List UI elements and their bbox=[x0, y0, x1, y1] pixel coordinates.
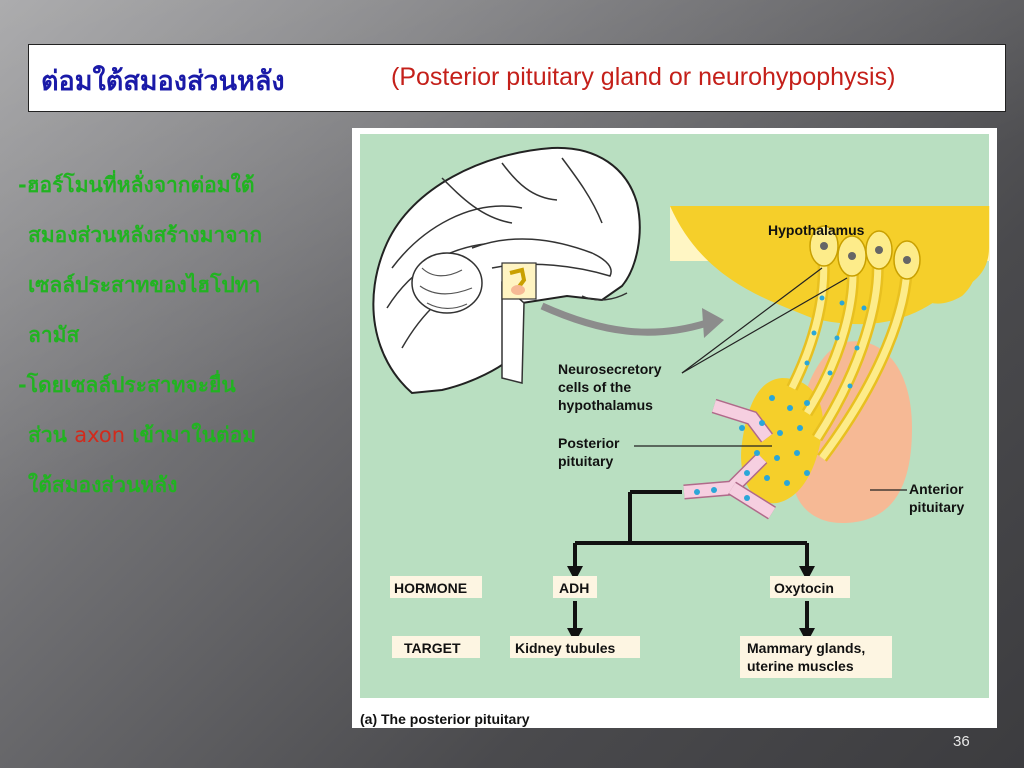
kidney-box bbox=[510, 636, 640, 658]
target-mammary-2: uterine muscles bbox=[747, 658, 854, 674]
leader-lines bbox=[634, 267, 907, 491]
bullet-2-line-2-post: เข้ามาในต่อม bbox=[125, 423, 257, 447]
hormone-adh: ADH bbox=[559, 580, 589, 596]
label-neurosecretory-2: cells of the bbox=[558, 379, 631, 395]
bullet-2-line-3: ใต้สมองส่วนหลัง bbox=[28, 473, 178, 497]
brain-sagittal-icon bbox=[372, 146, 641, 395]
target-label-box bbox=[392, 636, 480, 658]
oxytocin-box bbox=[770, 576, 850, 598]
flow-arrows bbox=[573, 490, 809, 630]
zoom-arrowhead-icon bbox=[702, 308, 724, 338]
hormone-granules bbox=[694, 295, 867, 501]
label-anterior-2: pituitary bbox=[909, 499, 964, 515]
label-anterior-1: Anterior bbox=[909, 481, 964, 497]
bullet-1-line-2: สมองส่วนหลังสร้างมาจาก bbox=[28, 223, 263, 247]
hormone-label-box bbox=[390, 576, 482, 598]
label-posterior-1: Posterior bbox=[558, 435, 620, 451]
bullet-1-line-4: ลามัส bbox=[28, 323, 80, 347]
bullet-1-line-1: -ฮอร์โมนที่หลั่งจากต่อมใต้ bbox=[18, 173, 255, 197]
label-neurosecretory-3: hypothalamus bbox=[558, 397, 653, 413]
page-number: 36 bbox=[953, 733, 970, 750]
label-hypothalamus: Hypothalamus bbox=[768, 222, 865, 238]
target-kidney: Kidney tubules bbox=[515, 640, 616, 656]
bullet-2-line-2-pre: ส่วน bbox=[28, 423, 75, 447]
hormone-oxytocin: Oxytocin bbox=[774, 580, 834, 596]
target-label: TARGET bbox=[404, 640, 461, 656]
pituitary-figure: Hypothalamus Neurosecretory cells of the… bbox=[352, 128, 997, 728]
label-posterior-2: pituitary bbox=[558, 453, 613, 469]
bullet-2-line-2: ส่วน axon เข้ามาในต่อม bbox=[18, 410, 353, 460]
title-box: ต่อมใต้สมองส่วนหลัง (Posterior pituitary… bbox=[28, 44, 1006, 112]
bullet-list: -ฮอร์โมนที่หลั่งจากต่อมใต้ สมองส่วนหลังส… bbox=[18, 160, 353, 510]
mammary-box bbox=[740, 636, 892, 678]
hormone-label: HORMONE bbox=[394, 580, 467, 596]
neurosecretory-cells bbox=[786, 225, 921, 462]
title-thai: ต่อมใต้สมองส่วนหลัง bbox=[41, 66, 285, 97]
arrowheads-icon bbox=[567, 566, 815, 643]
axon-term: axon bbox=[74, 423, 126, 447]
blood-vessels bbox=[683, 398, 776, 520]
bullet-2-line-1: -โดยเซลล์ประสาทจะยื่น bbox=[18, 373, 236, 397]
label-neurosecretory-1: Neurosecretory bbox=[558, 361, 662, 377]
title-english: (Posterior pituitary gland or neurohypop… bbox=[391, 63, 896, 91]
zoom-arrow-icon bbox=[540, 302, 709, 336]
adh-box bbox=[553, 576, 597, 598]
pituitary-diagram: Hypothalamus Neurosecretory cells of the… bbox=[360, 134, 990, 727]
target-mammary-1: Mammary glands, bbox=[747, 640, 865, 656]
figure-caption: (a) The posterior pituitary bbox=[360, 711, 530, 727]
bullet-1-line-3: เซลล์ประสาทของไฮโปทา bbox=[28, 273, 261, 297]
